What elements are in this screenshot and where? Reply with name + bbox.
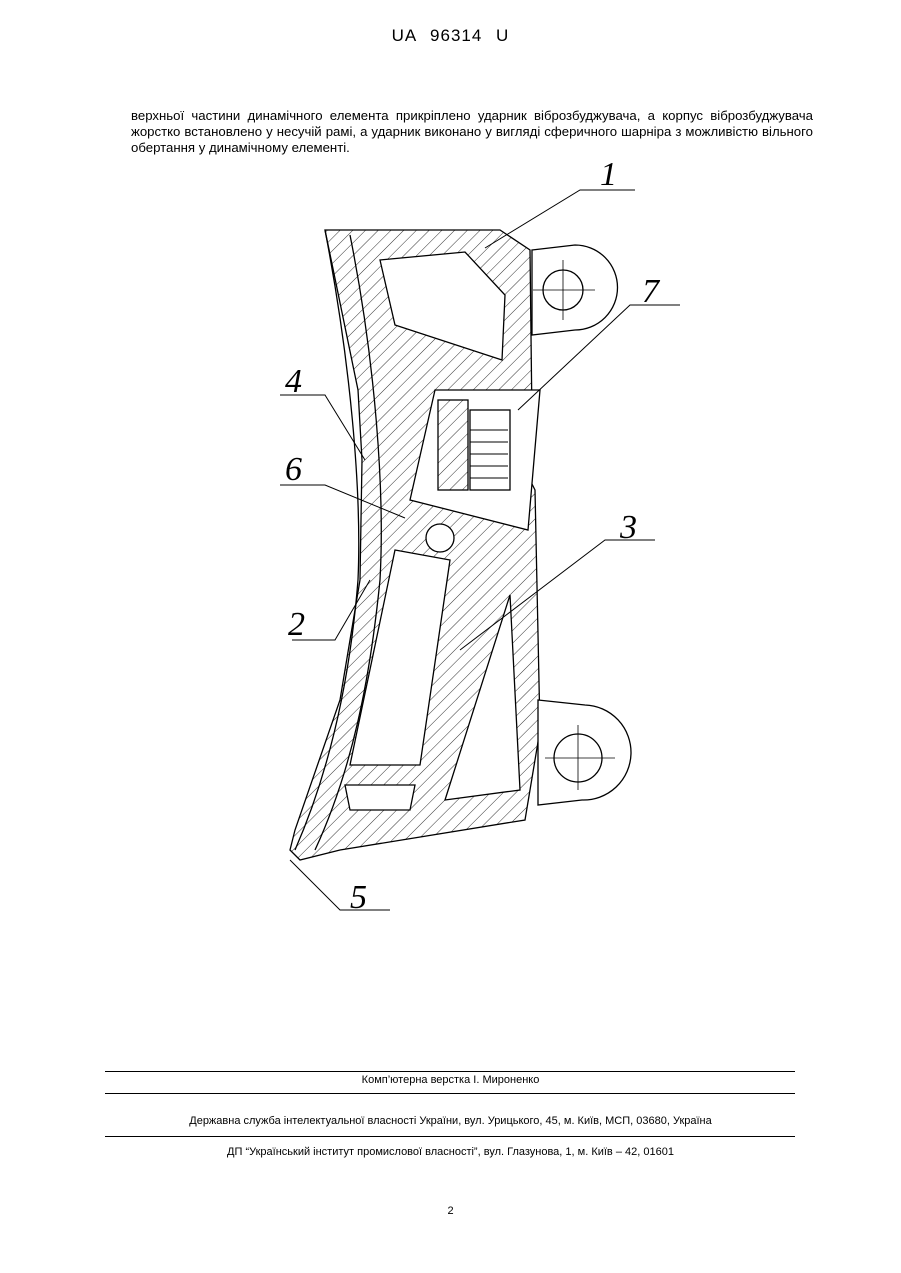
agency-address: Державна служба інтелектуальної власност… bbox=[0, 1115, 901, 1127]
figure-label-2: 2 bbox=[288, 606, 305, 643]
figure-label-4: 4 bbox=[285, 363, 302, 400]
institute-address: ДП “Український інститут промислової вла… bbox=[0, 1146, 901, 1158]
page-number: 2 bbox=[0, 1205, 901, 1217]
figure-label-5: 5 bbox=[350, 879, 367, 916]
layout-credit: Комп’ютерна верстка І. Мироненко bbox=[0, 1074, 901, 1086]
figure-label-1: 1 bbox=[600, 160, 617, 193]
technical-drawing: 1 2 3 4 5 6 7 bbox=[270, 160, 690, 920]
footer-rule-bottom bbox=[105, 1136, 795, 1137]
body-paragraph: верхньої частини динамічного елемента пр… bbox=[131, 108, 813, 156]
figure-label-7: 7 bbox=[642, 273, 661, 310]
footer-rule-middle bbox=[105, 1093, 795, 1094]
figure-label-6: 6 bbox=[285, 451, 302, 488]
figure-label-3: 3 bbox=[619, 509, 637, 546]
document-number: UA 96314 U bbox=[0, 26, 901, 46]
footer-rule-top bbox=[105, 1071, 795, 1072]
